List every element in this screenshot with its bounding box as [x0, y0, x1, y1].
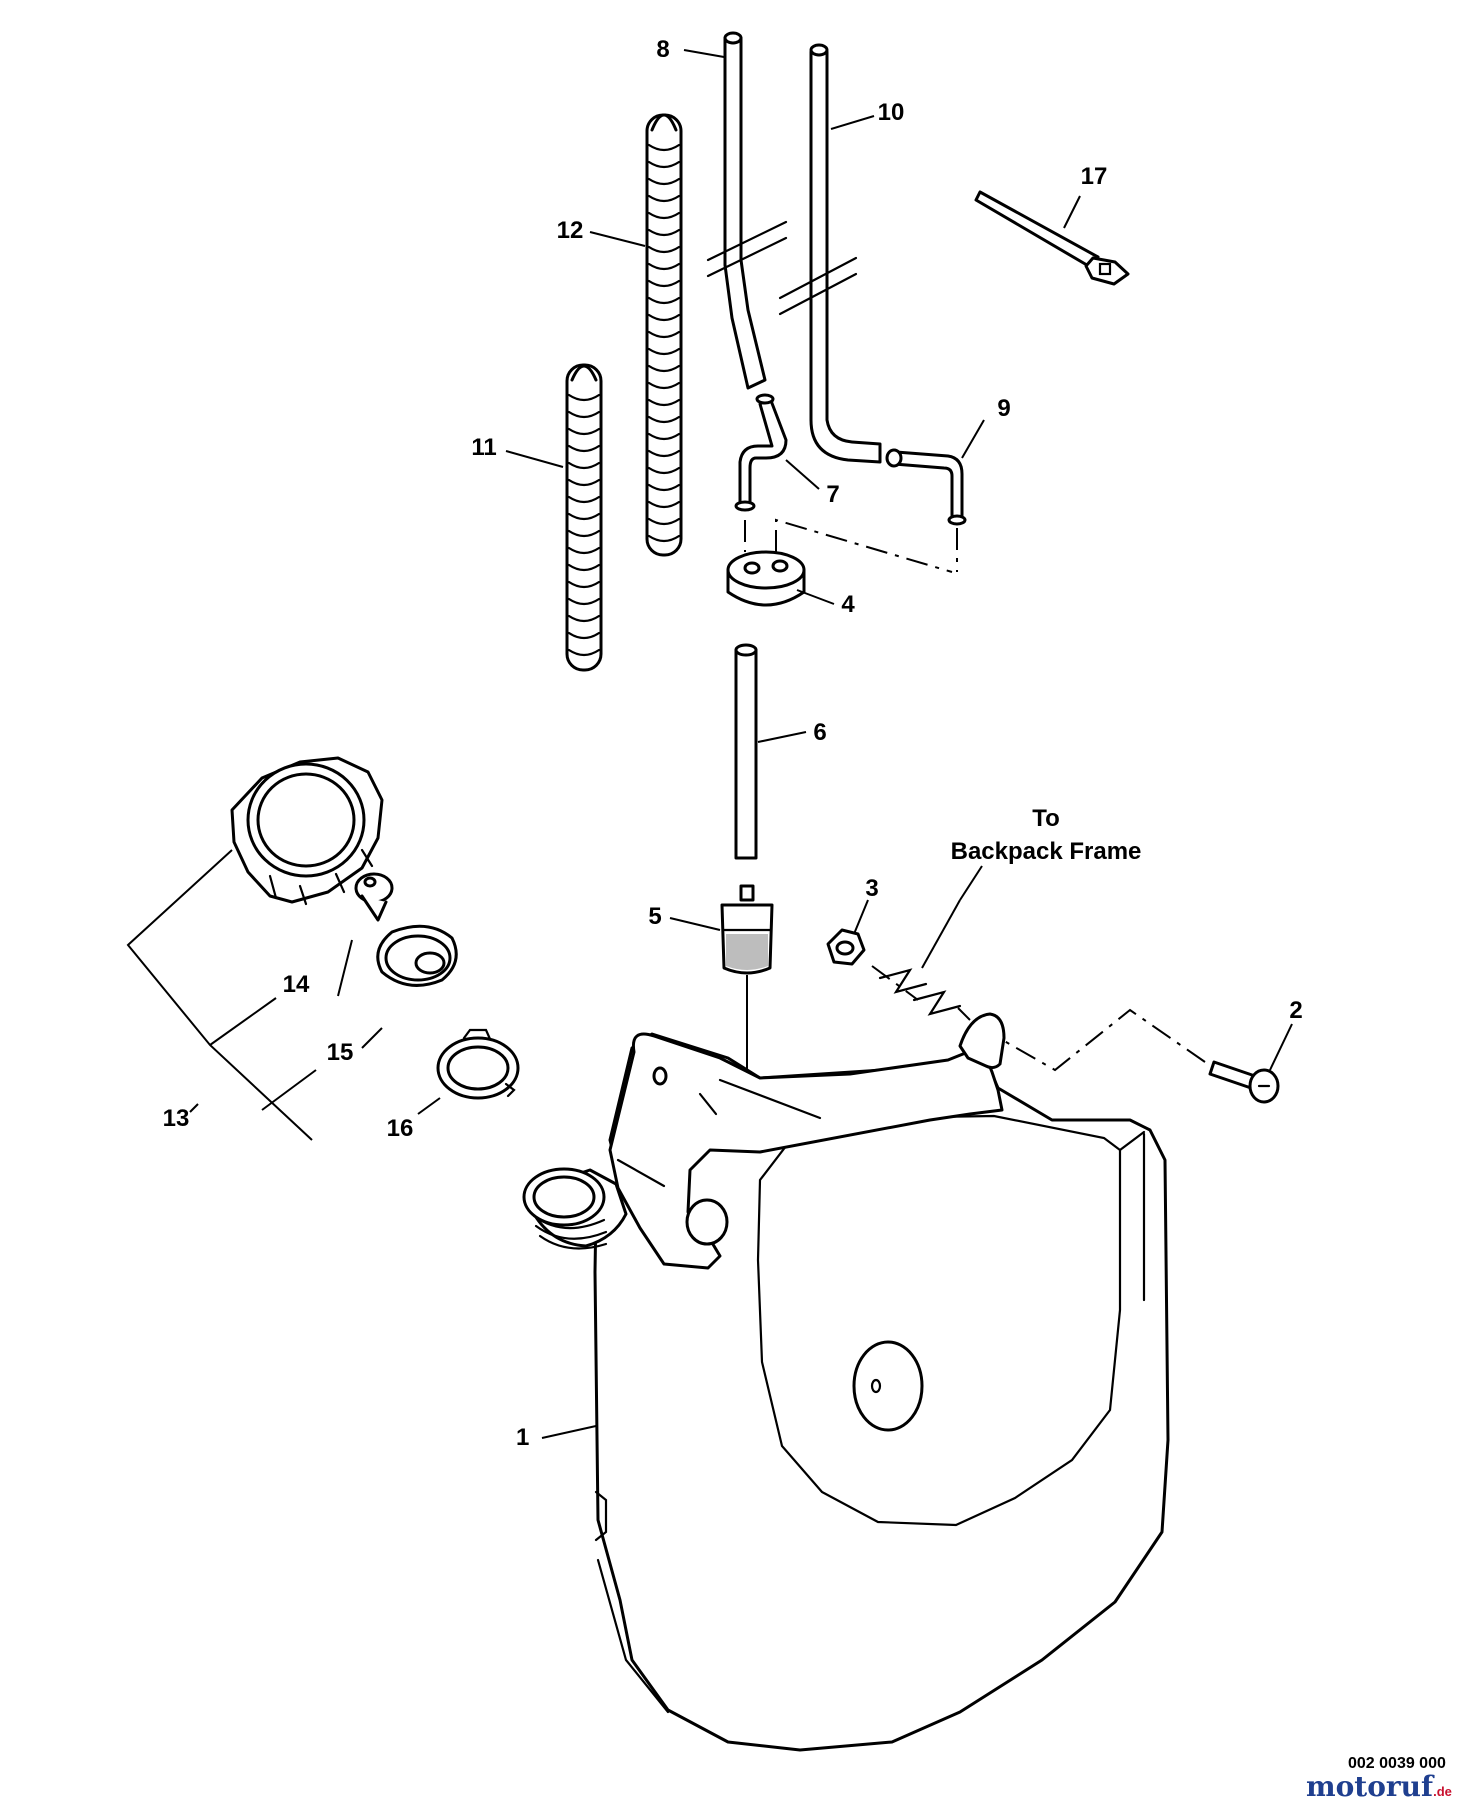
callout-16: 16: [387, 1115, 414, 1142]
callout-15: 15: [327, 1039, 354, 1066]
grommet-part-4: [726, 550, 806, 607]
leader-lines: [189, 49, 1293, 1439]
spiral-rib: [567, 427, 601, 436]
spiral-rib: [647, 517, 681, 526]
break-symbol: [878, 968, 928, 994]
fuel-line-part-10: [778, 43, 882, 464]
return-fitting-part-9: [885, 448, 967, 526]
spiral-rib: [647, 415, 681, 424]
spiral-rib: [647, 449, 681, 458]
fuel-line-part-8: [706, 31, 788, 390]
spiral-rib: [647, 330, 681, 339]
assembly-line: [871, 965, 971, 1021]
fuel-tank-part-1: [522, 1012, 1170, 1752]
callout-10: 10: [878, 99, 905, 126]
callout-4: 4: [841, 591, 855, 618]
assembly-bracket: [126, 849, 313, 1141]
callout-5: 5: [648, 903, 661, 930]
callout-1: 1: [516, 1424, 529, 1451]
spiral-rib: [647, 143, 681, 152]
callout-14: 14: [283, 971, 310, 998]
spiral-rib: [647, 296, 681, 305]
leader-line: [261, 1069, 317, 1111]
callout-9: 9: [997, 395, 1010, 422]
leader-line: [209, 997, 277, 1046]
callout-labels: 1 2 3 4 5 6 7 8 9 10 11 12 13 14 15 16 1…: [163, 36, 1303, 1451]
spiral-rib: [567, 529, 601, 538]
fuel-filter-part-5: [720, 884, 774, 975]
spiral-rib: [567, 546, 601, 555]
watermark-tld: .de: [1433, 1784, 1452, 1799]
spiral-rib: [647, 534, 681, 543]
watermark-logo: motoruf.de: [1306, 1770, 1452, 1800]
spiral-rib: [567, 444, 601, 453]
spiral-rib: [647, 398, 681, 407]
spiral-rib: [647, 211, 681, 220]
spiral-rib: [647, 364, 681, 373]
spiral-rib: [567, 461, 601, 470]
break-symbol: [912, 990, 962, 1016]
callout-3: 3: [865, 875, 878, 902]
screw-part-2: [1208, 1060, 1280, 1104]
watermark-main: motoruf: [1306, 1770, 1435, 1800]
spiral-rib: [647, 245, 681, 254]
cable-tie-part-17: [974, 190, 1130, 286]
spiral-rib: [567, 410, 601, 419]
pickup-tube-part-6: [734, 643, 758, 860]
callout-7: 7: [826, 481, 839, 508]
spiral-rib: [567, 393, 601, 402]
elbow-fitting-part-7: [734, 393, 788, 512]
assembly-line: [984, 1008, 1206, 1072]
spiral-rib: [647, 228, 681, 237]
spiral-rib: [567, 495, 601, 504]
fuel-cap-part-13: [230, 756, 384, 906]
spiral-rib: [647, 194, 681, 203]
gasket-part-16: [436, 1028, 520, 1100]
spiral-rib: [567, 648, 601, 657]
spiral-rib: [647, 381, 681, 390]
spiral-rib: [647, 483, 681, 492]
spiral-rib: [567, 631, 601, 640]
spiral-rib: [567, 512, 601, 521]
spiral-rib: [647, 313, 681, 322]
cap-retainer-part-15: [376, 924, 458, 987]
spiral-rib: [647, 466, 681, 475]
callout-12: 12: [557, 217, 584, 244]
spiral-rib: [567, 478, 601, 487]
callout-8: 8: [656, 36, 669, 63]
assembly-line: [775, 518, 953, 573]
callout-2: 2: [1289, 997, 1302, 1024]
nut-part-3: [826, 928, 866, 966]
spiral-rib: [567, 597, 601, 606]
note-line-1: To: [1032, 805, 1060, 832]
note-line-2: Backpack Frame: [951, 838, 1142, 865]
callout-11: 11: [471, 434, 496, 461]
spiral-rib: [567, 580, 601, 589]
spiral-rib: [567, 614, 601, 623]
spiral-rib: [647, 160, 681, 169]
cap-filter-part-14: [354, 872, 394, 922]
spiral-rib: [647, 500, 681, 509]
callout-17: 17: [1081, 163, 1108, 190]
callout-13: 13: [163, 1105, 190, 1132]
spiral-wrap-part-12: [645, 113, 683, 557]
spiral-rib: [647, 177, 681, 186]
spiral-wrap-part-11: [565, 363, 603, 672]
spiral-rib: [647, 432, 681, 441]
callout-6: 6: [813, 719, 826, 746]
spiral-rib: [647, 279, 681, 288]
spiral-rib: [647, 347, 681, 356]
drawing-code: 002 0039 000: [1348, 1755, 1446, 1772]
spiral-rib: [567, 563, 601, 572]
spiral-rib: [647, 262, 681, 271]
